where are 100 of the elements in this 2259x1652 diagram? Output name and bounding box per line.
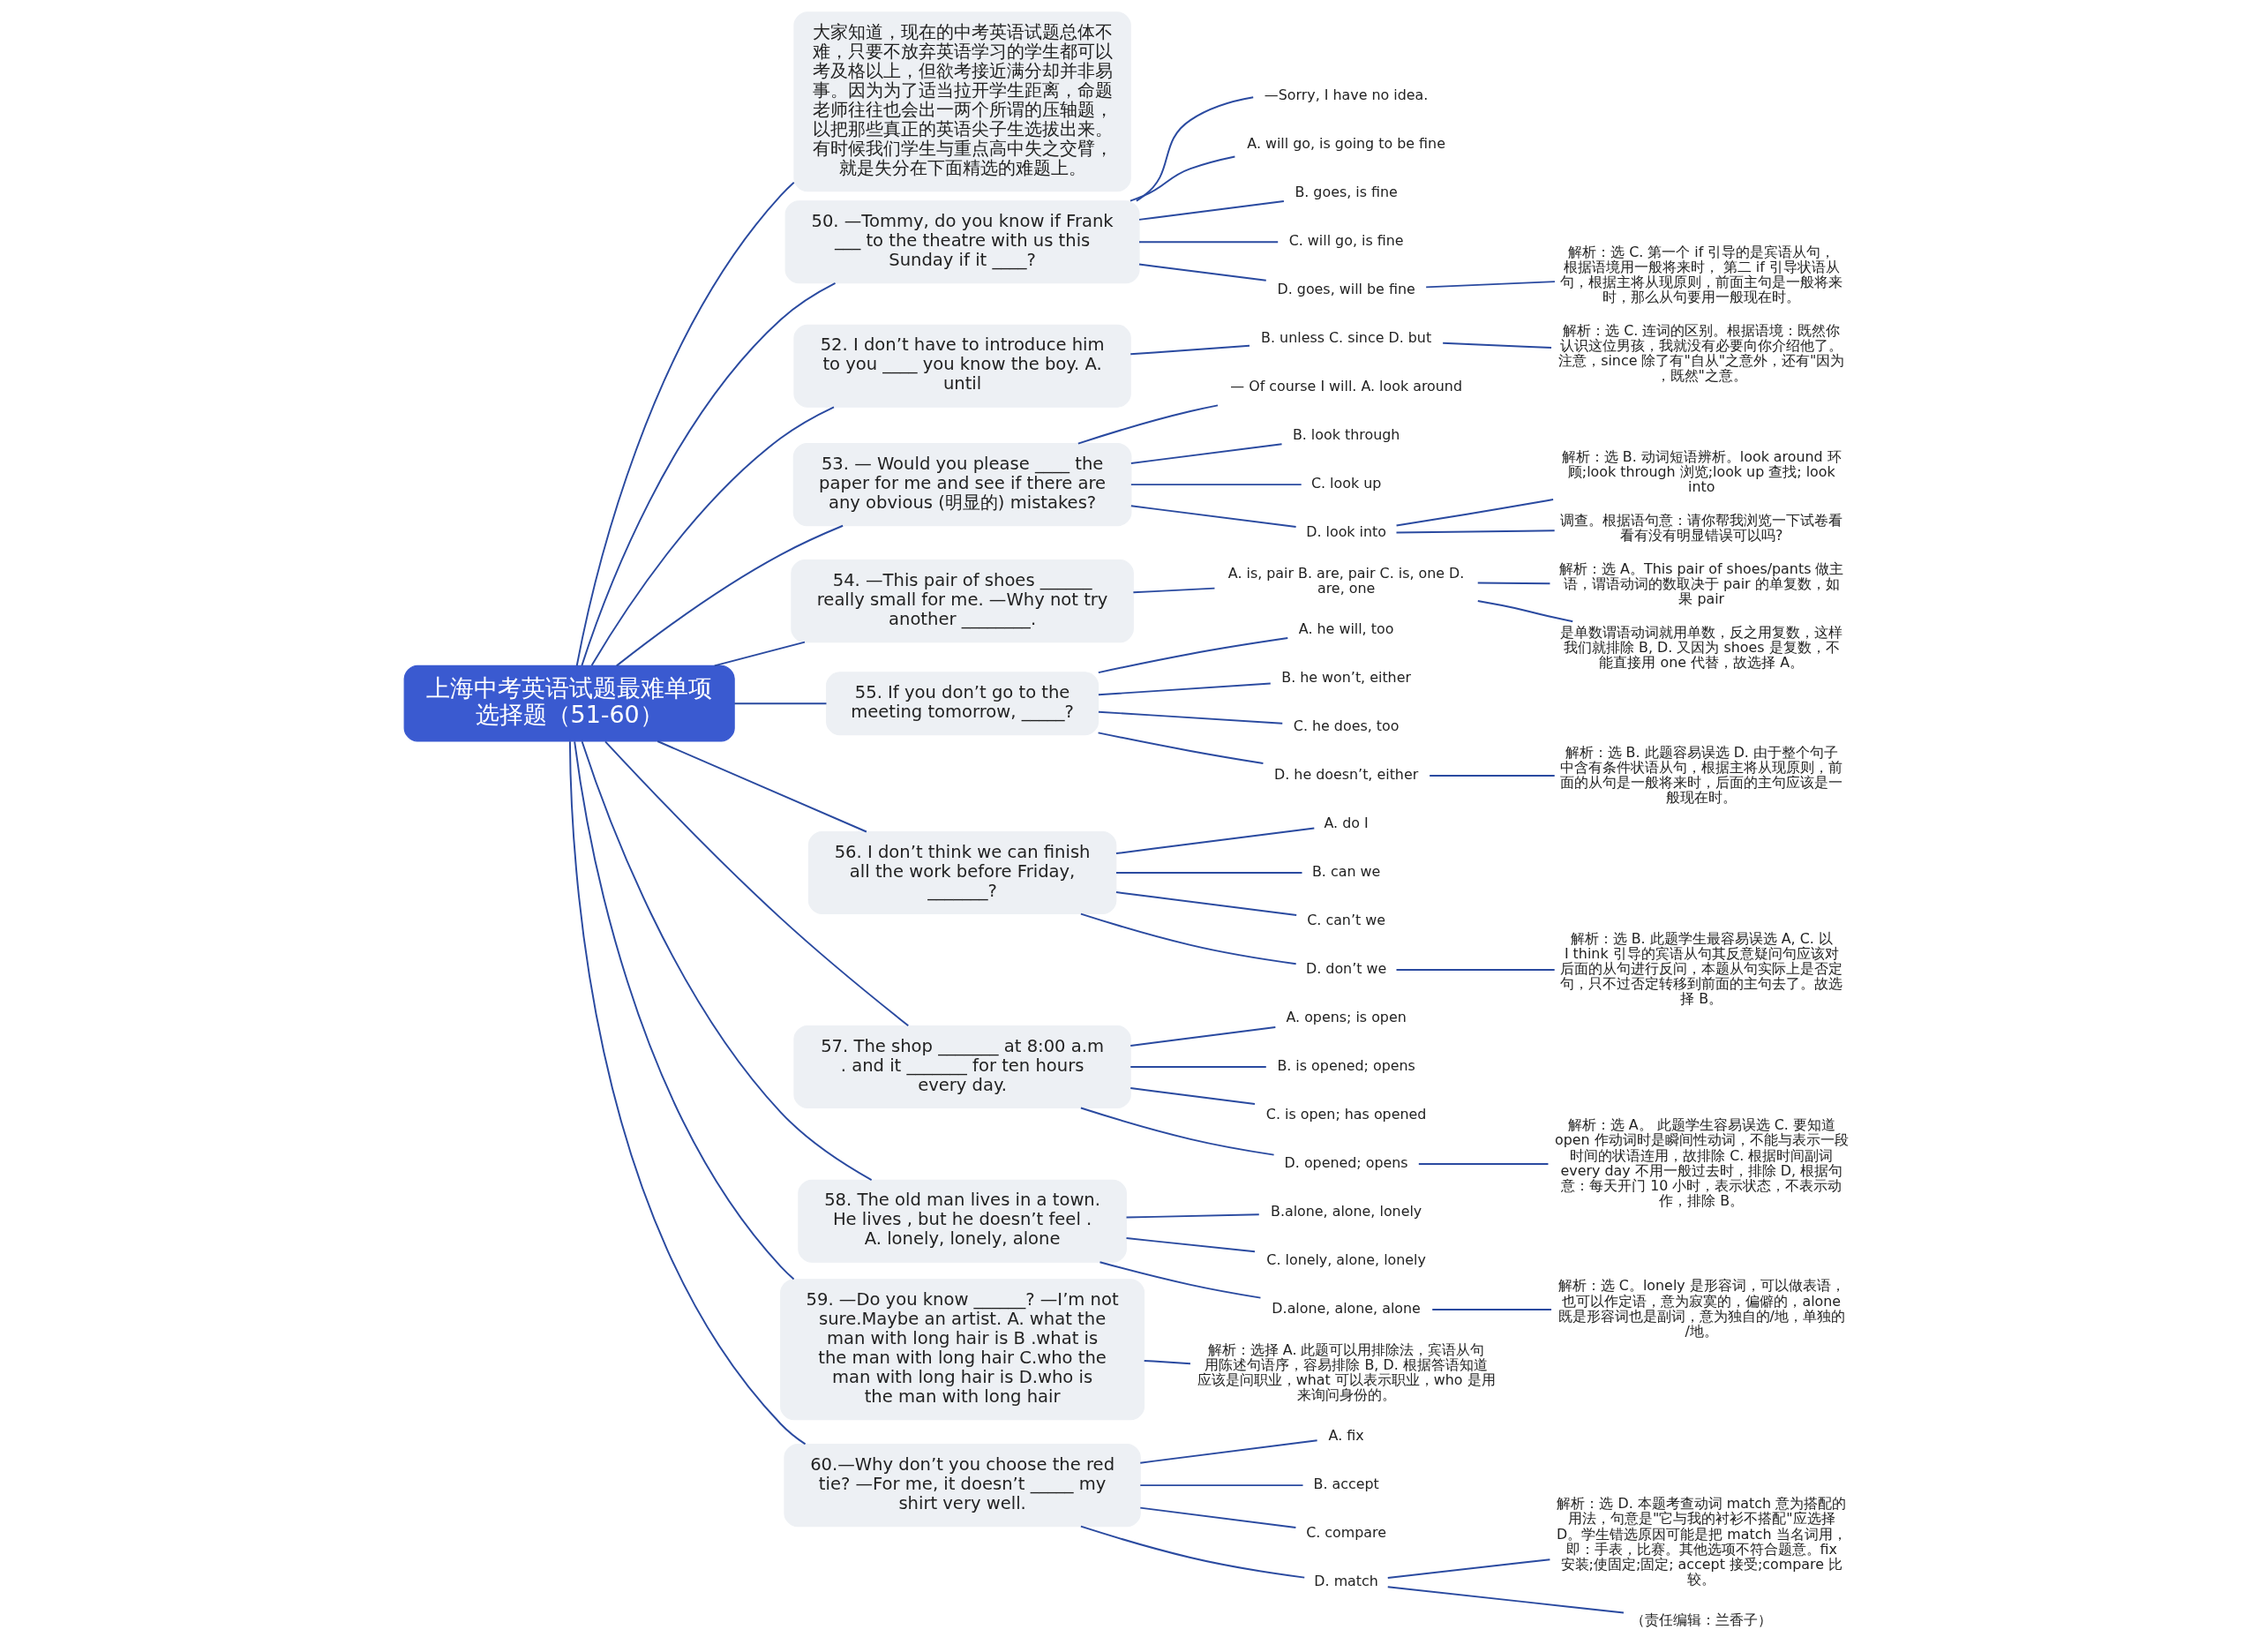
node-box: 56. I don’t think we can finish all the work before Friday, _______? [807, 830, 1117, 914]
connector [1386, 1558, 1551, 1579]
connector [581, 282, 837, 666]
node-text: D. goes, will be fine [1277, 280, 1415, 297]
connector [1395, 968, 1556, 971]
connector [1115, 871, 1303, 874]
connector [1115, 827, 1316, 854]
connector [1135, 95, 1255, 202]
connector [604, 740, 910, 1026]
node-text: B. goes, is fine [1295, 183, 1398, 200]
node-text: B. look through [1292, 425, 1400, 443]
node-text: 是单数谓语动词就用单数，反之用复数，这样我们就排除 B, D. 又因为 shoes 是复数，不能直接用 one 代替，故选择 A。 [1560, 623, 1843, 671]
node-text: C. look up [1310, 474, 1382, 492]
node-text: C. is open; has opened [1265, 1105, 1427, 1123]
node-text: （责任编辑：兰香子） [1631, 1611, 1773, 1628]
node-text: A. do I [1324, 814, 1369, 831]
node-text: 解析：选 D. 本题考查动词 match 意为搭配的用法，句意是"它与我的衬衫不搭配"应选择 D。学生错选原因可能是把 match 当名词用，即：手表，比赛。其他选项不符合题意。fix 安装;使固定;固定; accept 接受;compare 比较。 [1557, 1494, 1847, 1588]
connector [1130, 1086, 1256, 1105]
node-text: B. he won’t, either [1281, 668, 1411, 686]
connector [1130, 1025, 1277, 1047]
connector [1097, 682, 1272, 695]
connector [1125, 1236, 1256, 1252]
connector [1395, 498, 1555, 526]
node-text: B. accept [1313, 1475, 1379, 1492]
connector [733, 702, 828, 704]
node-box: 大家知道，现在的中考英语试题总体不难，只要不放弃英语学习的学生都可以考及格以上，但欲考接近满分却并非易事。因为为了适当拉开学生距离，命题老师往往也会出一两个所谓的压轴题，以把那些真正的英语尖子生选拔出来。有时候我们学生与重点高中失之交臂，就是失分在下面精选的难题上。 [793, 11, 1131, 191]
connector [1476, 582, 1551, 584]
node-box: 57. The shop _______ at 8:00 a.m . and it _______ for ten hours every day. [793, 1025, 1131, 1108]
node-text: C. will go, is fine [1288, 231, 1404, 249]
connector [590, 405, 835, 666]
node-text: A. he will, too [1298, 620, 1394, 637]
node-text: 解析：选 B. 此题学生最容易误选 A, C. 以 I think 引导的宾语从句其反意疑问句应该对后面的从句进行反问，本题从句实际上是否定句，只不过否定转移到前面的主句去了。故选择 B。 [1560, 929, 1843, 1007]
node-text: D. match [1314, 1572, 1378, 1589]
node-text: B. is opened; opens [1277, 1056, 1415, 1074]
node-text: —Sorry, I have no idea. [1264, 86, 1429, 103]
connector [1097, 710, 1284, 725]
node-text: B. unless C. since D. but [1261, 328, 1432, 346]
node-text: A. will go, is going to be fine [1247, 134, 1445, 152]
connector [1138, 240, 1280, 243]
connector [1431, 1308, 1553, 1310]
connector [1130, 483, 1302, 485]
connector [1130, 1065, 1267, 1068]
connector [1386, 1585, 1625, 1614]
connector [1130, 442, 1283, 464]
connector [1097, 636, 1289, 673]
connector [1476, 599, 1574, 622]
connector [574, 740, 795, 1280]
node-text: D. opened; opens [1284, 1153, 1408, 1171]
node-text: B.alone, alone, lonely [1271, 1202, 1422, 1220]
connector [1115, 890, 1298, 916]
connector [1130, 344, 1250, 355]
connector [1079, 1525, 1306, 1579]
node-text: C. he does, too [1293, 717, 1400, 734]
connector [1079, 912, 1297, 965]
node-text: A. fix [1328, 1426, 1364, 1444]
connector [1425, 280, 1556, 288]
connector [1139, 1506, 1297, 1528]
connector [657, 740, 867, 832]
node-box: 53. — Would you please ____ the paper for me and see if there are any obvious (明显的) mistakes? [792, 442, 1132, 526]
node-text: A. is, pair B. are, pair C. is, one D. are, one [1227, 564, 1465, 597]
node-text: 解析：选 A。 此题学生容易误选 C. 要知道 open 作动词时是瞬间性动词，不能与表示一段时间的状语连用，故排除 C. 根据时间副词 every day 不用一般过去时，排除 D, 根据句意：每天开门 10 小时，表示状态，不表示动作，排除 B。 [1554, 1115, 1849, 1209]
node-text: D. look into [1306, 522, 1387, 540]
connector [1097, 731, 1265, 764]
connector [581, 740, 873, 1181]
node-box: 60.—Why don’t you choose the red tie? —For me, it doesn’t _____ my shirt very well. [784, 1443, 1141, 1527]
connector [1132, 587, 1216, 593]
node-box: 59. —Do you know ______? —I’m not sure.Maybe an artist. A. what the man with long hair is B .what is the man with long hair C.who the man with long hair is D.who is the man with long hair [780, 1278, 1145, 1420]
node-text: C. lonely, alone, lonely [1266, 1250, 1426, 1268]
node-text: 解析：选 C。lonely 是形容词，可以做表语，也可以作定语，意为寂寞的，偏僻的，alone 既是形容词也是副词，意为独自的/地，单独的/地。 [1557, 1276, 1845, 1340]
node-text: D. he doesn’t, either [1274, 765, 1419, 783]
node-box: 54. —This pair of shoes ______ really small for me. —Why not try another ________. [791, 559, 1134, 642]
node-box: 50. —Tommy, do you know if Frank ___ to the theatre with us this Sunday if it ____? [784, 199, 1140, 283]
connector [1079, 1107, 1275, 1156]
node-text: C. compare [1306, 1523, 1387, 1541]
connector [1099, 1260, 1262, 1299]
node-text: A. opens; is open [1286, 1008, 1407, 1025]
connector [1417, 1162, 1550, 1165]
connector [1138, 199, 1285, 221]
connector [713, 641, 806, 666]
connector [1125, 1213, 1260, 1219]
connector [615, 524, 844, 666]
connector [1442, 342, 1553, 349]
node-box: 58. The old man lives in a town. He lives , but he doesn’t feel . A. lonely, lonely, alone [798, 1179, 1127, 1263]
node-box: 55. If you don’t go to the meeting tomorrow, _____? [826, 671, 1099, 735]
node-text: 解析：选择 A. 此题可以用排除法，宾语从句用陈述句语序，容易排除 B, D. 根据答语知道应该是问职业，what 可以表示职业，who 是用来询问身份的。 [1197, 1340, 1496, 1403]
connector [1143, 1359, 1191, 1364]
node-text: — Of course I will. A. look around [1230, 377, 1463, 394]
connector [1130, 504, 1297, 528]
node-text: 解析：选 B. 动词短语辨析。look around 环顾;look through 浏览;look up 查找; look into [1561, 447, 1842, 495]
node-text: 解析：选 C. 连词的区别。根据语境：既然你认识这位男孩，我就没有必要向你介绍他了。注意，since 除了有"自从"之意外，还有"因为，既然"之意。 [1558, 321, 1845, 384]
node-box: 52. I don’t have to introduce him to you ____ you know the boy. A. until [793, 324, 1131, 408]
node-text: 解析：选 C. 第一个 if 引导的是宾语从句，根据语境用一般将来时， 第二 if 引导状语从句，根据主将从现原则，前面主句是一般将来时，那么从句要用一般现在时。 [1560, 243, 1843, 305]
connector [1077, 403, 1219, 445]
node-text: 解析：选 A。This pair of shoes/pants 做主语，谓语动词的数取决于 pair 的单复数，如果 pair [1559, 559, 1844, 607]
node-text: D. don’t we [1306, 959, 1387, 977]
node-text: B. can we [1311, 862, 1381, 880]
node-box: 上海中考英语试题最难单项选择题（51-60） [403, 665, 735, 742]
connector [1395, 529, 1556, 533]
connector [1139, 1483, 1304, 1486]
node-text: 解析：选 B. 此题容易误选 D. 由于整个句子中含有条件状语从句，根据主将从现原则，前面的从句是一般将来时，后面的主句应该是一般现在时。 [1560, 743, 1843, 806]
